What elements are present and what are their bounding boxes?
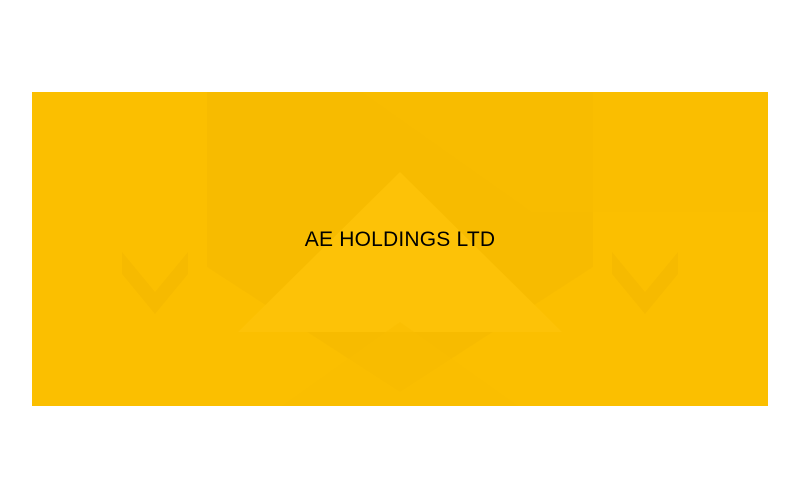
diagram-panel: AE HOLDINGS LTD AE ENTERPRISE (ODM/WHOLE… bbox=[32, 92, 768, 406]
right-chevron-shape bbox=[612, 252, 678, 314]
upper-right-wash-shape bbox=[362, 92, 768, 212]
center-peak-shape bbox=[238, 172, 562, 332]
node-root-company: AE HOLDINGS LTD bbox=[32, 228, 768, 253]
lower-middle-wash-shape bbox=[282, 322, 518, 406]
left-chevron-shape bbox=[122, 252, 188, 314]
node-root-label: AE HOLDINGS LTD bbox=[304, 228, 496, 251]
chevron-background-decoration bbox=[122, 92, 768, 406]
